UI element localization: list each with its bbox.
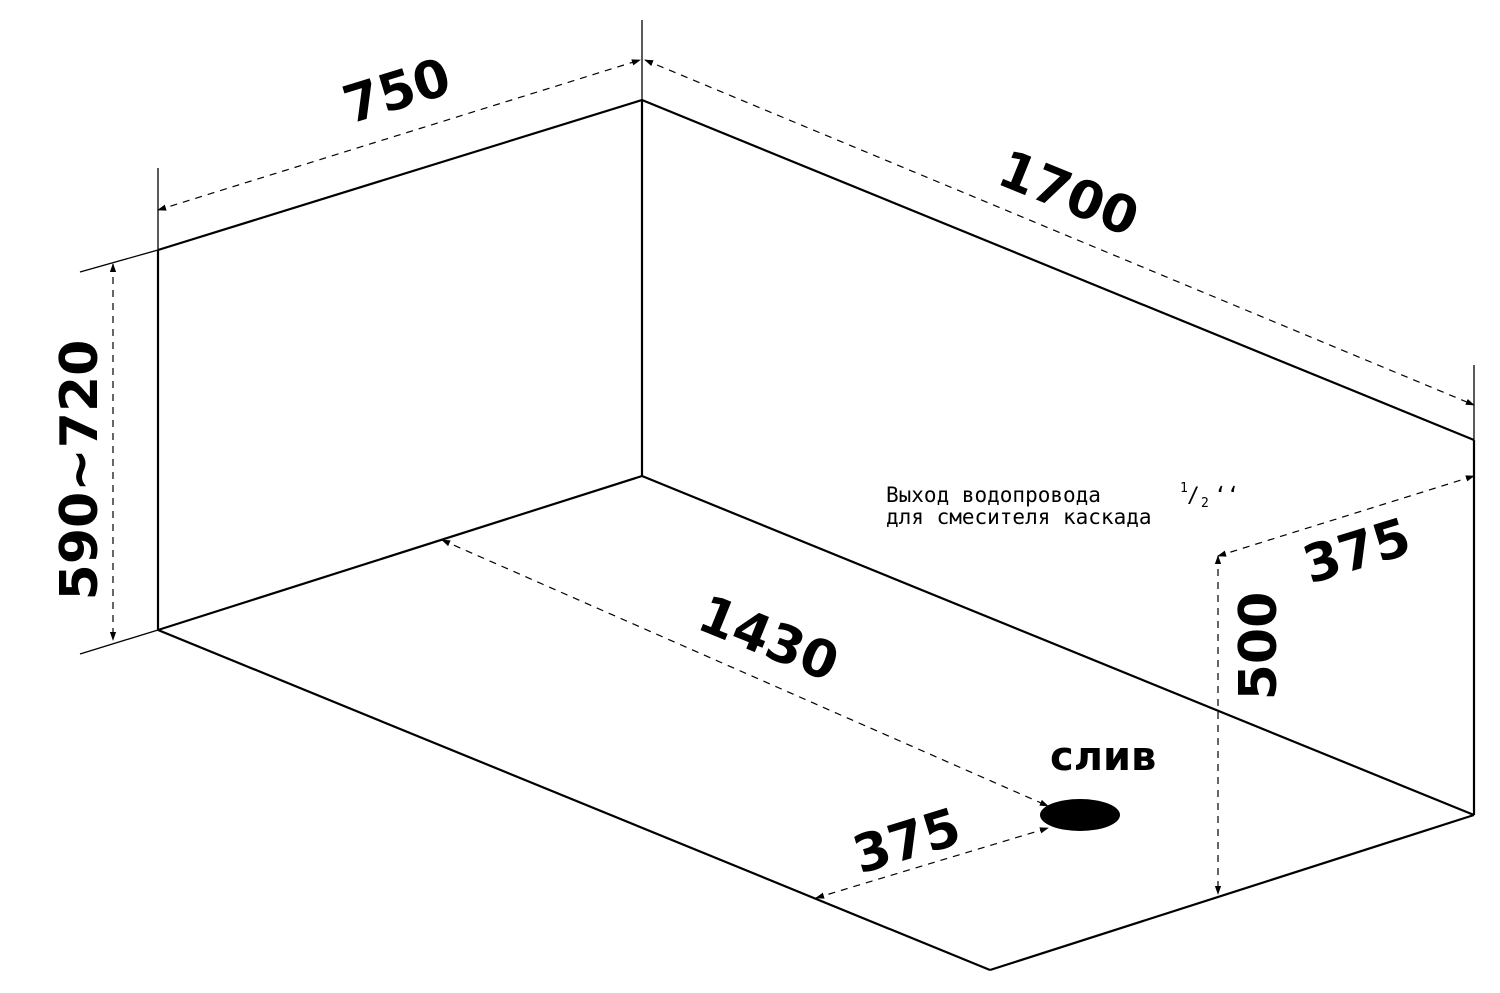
dim-value-1430: 1430 (690, 584, 847, 694)
outlet-fraction-separator: / (1187, 483, 1200, 507)
edge-back-left-top (157, 98, 643, 252)
dim-value-375-outlet: 375 (1296, 507, 1417, 596)
ext-height-top (79, 249, 159, 273)
outlet-note-line1: Выход водопровода (886, 483, 1101, 507)
dimension-lines (109, 59, 1475, 899)
box-outline (156, 98, 1476, 972)
edge-floor-back-right (641, 474, 1475, 817)
ext-height-bottom (79, 629, 159, 655)
outlet-inch-mark: ʻʻ (1214, 483, 1239, 507)
outlet-fraction-numerator: 1 (1180, 481, 1188, 496)
drain-hole (1040, 799, 1120, 831)
dim-line-1430 (441, 539, 1049, 807)
edge-floor-front-right (989, 813, 1475, 972)
drain-label: слив (1050, 734, 1156, 780)
outlet-note-line2: для смесителя каскада (886, 505, 1152, 529)
edge-floor-back-left (157, 474, 643, 632)
edge-floor-front-left (157, 628, 991, 972)
dim-value-height: 590~720 (50, 340, 110, 601)
dim-line-750 (157, 59, 641, 211)
dim-value-1700: 1700 (990, 139, 1147, 249)
dim-line-375-drain (815, 827, 1049, 899)
outlet-note: Выход водопровода 1 / 2 ʻʻ для смесителя… (886, 481, 1239, 529)
dim-line-1700 (644, 59, 1475, 406)
dim-line-375-outlet (1217, 475, 1475, 557)
dim-value-500: 500 (1229, 592, 1289, 701)
dim-value-375-drain: 375 (846, 797, 967, 886)
dim-value-750: 750 (336, 47, 457, 136)
outlet-fraction-denominator: 2 (1201, 496, 1209, 511)
edge-back-right-top (641, 98, 1475, 442)
